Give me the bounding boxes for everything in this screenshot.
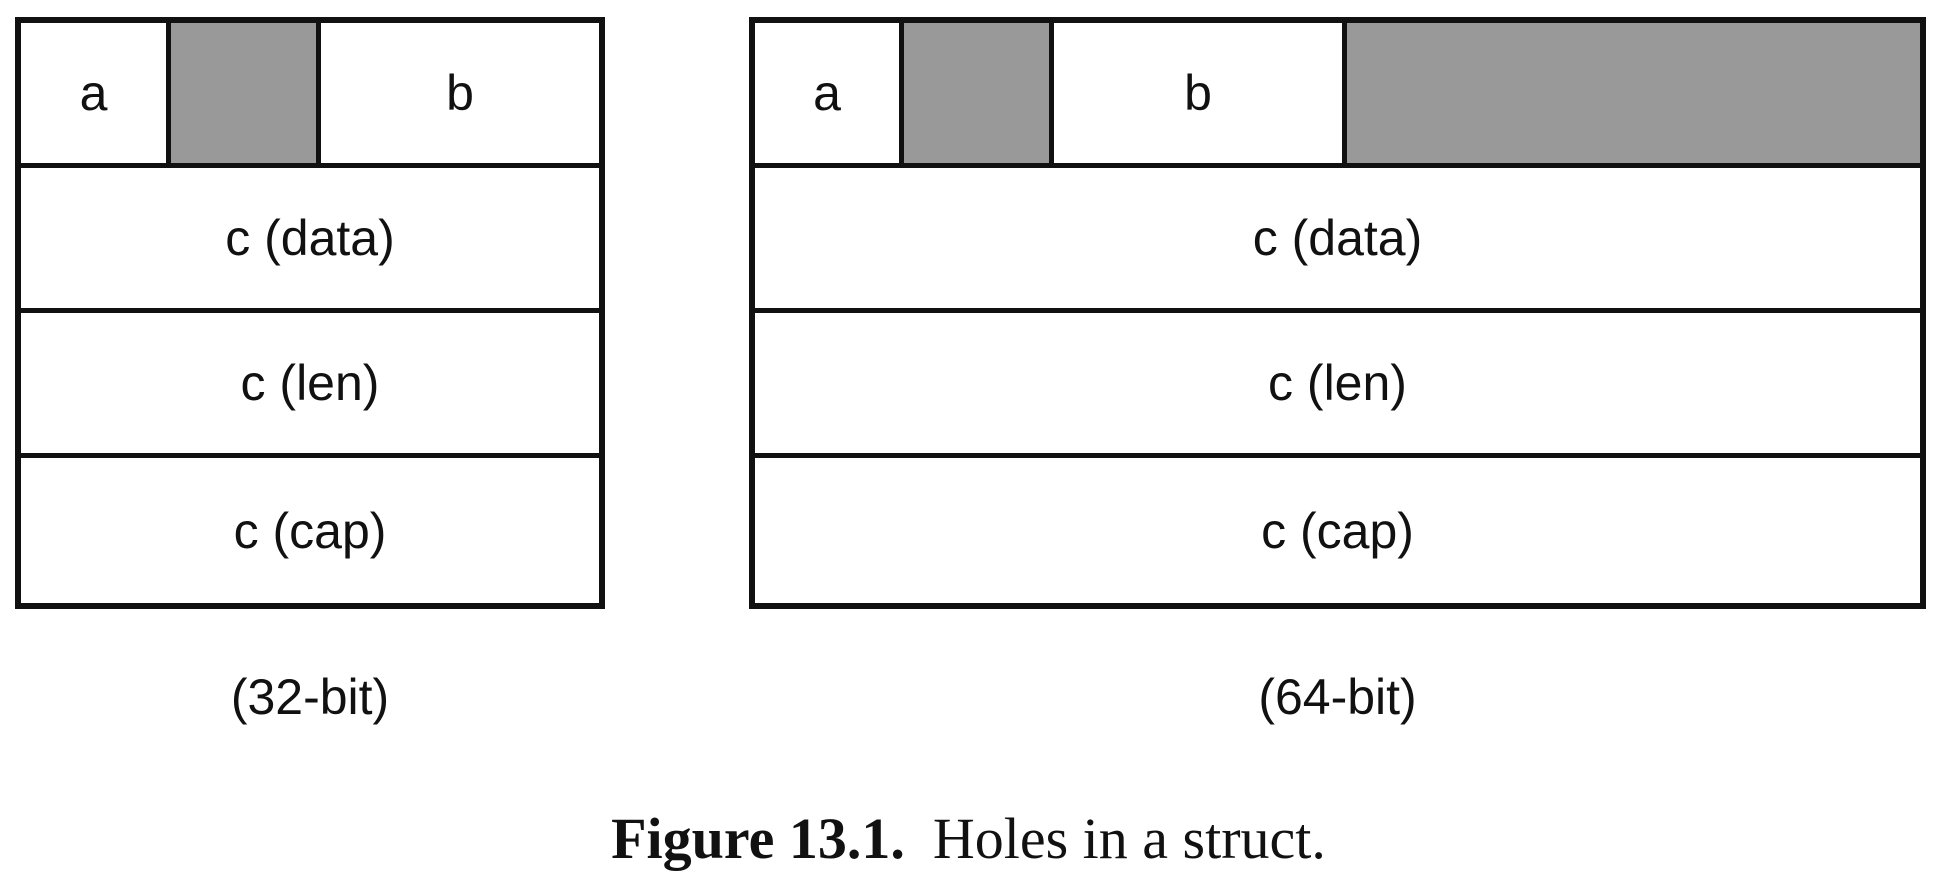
field-a-cell: a — [755, 23, 899, 163]
figure-caption-text: Holes in a struct. — [932, 806, 1326, 871]
field-a-cell: a — [21, 23, 166, 163]
field-c-data-cell: c (data) — [755, 168, 1920, 308]
field-c-len-cell: c (len) — [755, 313, 1920, 453]
first-word-row: a b — [21, 23, 599, 168]
layout-caption-64bit: (64-bit) — [1258, 669, 1417, 725]
struct-layout-32bit: a b c (data) c (len) c (cap) — [15, 17, 605, 609]
figure-caption: Figure 13.1.Holes in a struct. — [0, 810, 1937, 868]
padding-hole-cell — [1342, 23, 1920, 163]
cap-row: c (cap) — [755, 458, 1920, 603]
field-b-cell: b — [1049, 23, 1342, 163]
struct-layout-64bit: a b c (data) c (len) c (cap) — [749, 17, 1926, 609]
field-c-data-cell: c (data) — [21, 168, 599, 308]
field-c-cap-cell: c (cap) — [755, 458, 1920, 603]
cap-row: c (cap) — [21, 458, 599, 603]
len-row: c (len) — [755, 313, 1920, 458]
data-row: c (data) — [21, 168, 599, 313]
figure-label: Figure 13.1. — [611, 806, 905, 871]
data-row: c (data) — [755, 168, 1920, 313]
field-c-cap-cell: c (cap) — [21, 458, 599, 603]
first-word-row: a b — [755, 23, 1920, 168]
len-row: c (len) — [21, 313, 599, 458]
field-b-cell: b — [316, 23, 599, 163]
padding-hole-cell — [899, 23, 1049, 163]
padding-hole-cell — [166, 23, 316, 163]
field-c-len-cell: c (len) — [21, 313, 599, 453]
layout-caption-32bit: (32-bit) — [230, 669, 390, 725]
